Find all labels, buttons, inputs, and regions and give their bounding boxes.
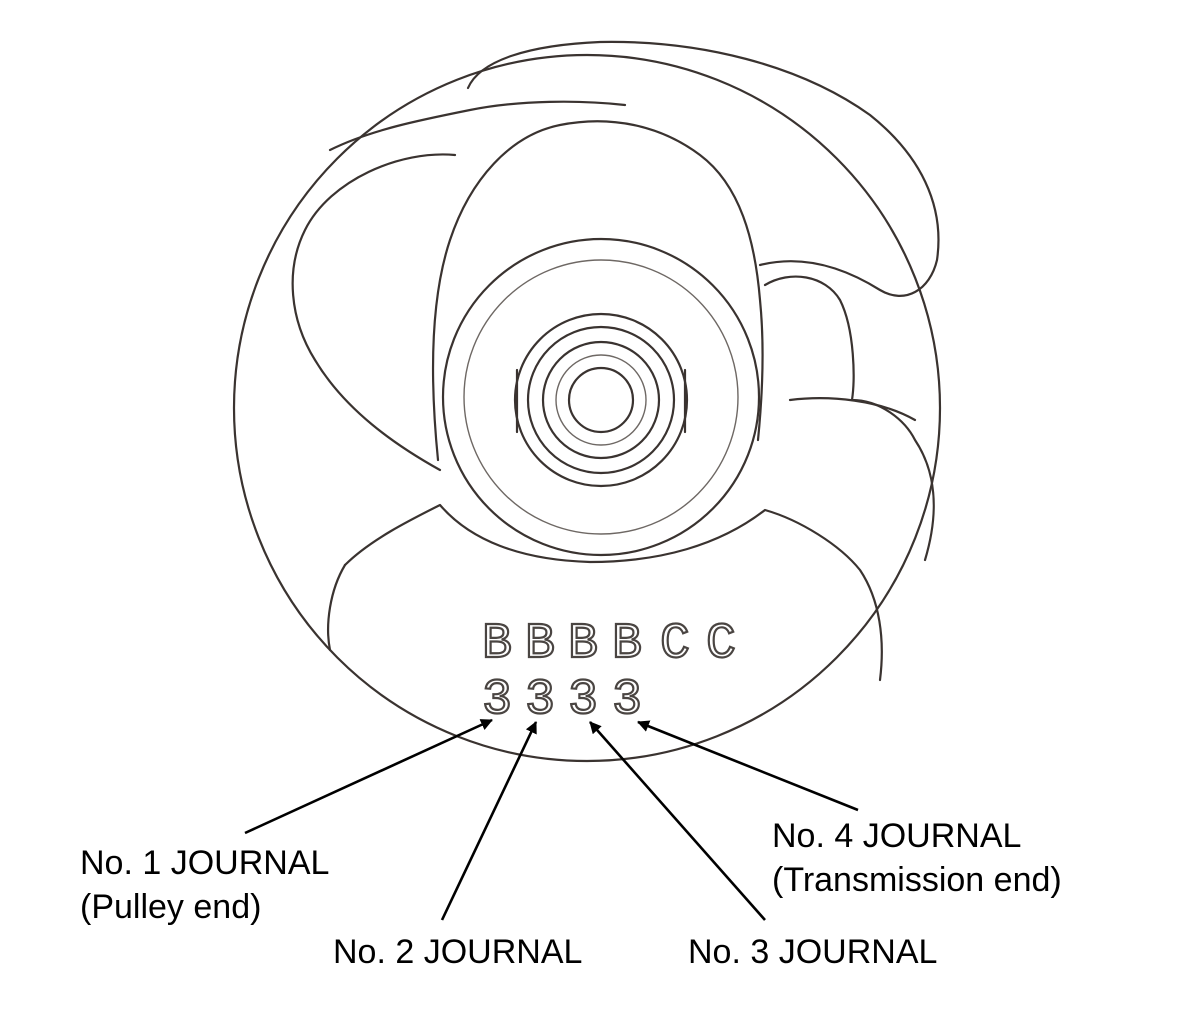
crank-web	[431, 120, 764, 462]
lower-flange	[343, 503, 883, 682]
label-journal-4-note: (Transmission end)	[772, 861, 1062, 899]
code-letter: B	[482, 616, 512, 673]
label-journal-4: No. 4 JOURNAL	[772, 817, 1021, 855]
lower-flange-left	[327, 563, 347, 652]
code-letter: B	[525, 616, 555, 673]
arrow-journal-1	[244, 718, 493, 835]
journal-hub	[441, 237, 761, 557]
arrow-journal-3	[589, 721, 766, 921]
leader-arrows	[244, 718, 859, 921]
code-letter: C	[660, 616, 690, 673]
code-digit: 3	[525, 672, 555, 729]
right-counterweight	[763, 275, 935, 562]
label-journal-1-note: (Pulley end)	[80, 888, 261, 926]
journal-code-stamp: B B B B C C 3 3 3 3	[481, 615, 737, 730]
code-letter: B	[612, 616, 642, 673]
journal-hub-inner-ring	[463, 259, 739, 535]
crankshaft-outer-circle	[232, 53, 942, 763]
right-counterweight-edge	[788, 397, 917, 422]
callout-labels: No. 1 JOURNAL (Pulley end) No. 2 JOURNAL…	[80, 817, 1062, 971]
arrow-journal-2	[440, 721, 538, 921]
code-digit: 3	[568, 672, 598, 729]
arrow-journal-4	[637, 720, 859, 812]
label-journal-3: No. 3 JOURNAL	[688, 933, 937, 971]
upper-counterweight	[466, 40, 940, 297]
code-letter: B	[568, 616, 598, 673]
code-digit: 3	[612, 672, 642, 729]
center-boss	[513, 312, 689, 488]
upper-counterweight-edge	[328, 100, 627, 152]
label-journal-2: No. 2 JOURNAL	[333, 933, 582, 971]
code-letter: C	[706, 616, 736, 673]
code-digit: 3	[482, 672, 512, 729]
crankshaft-end-view	[232, 40, 942, 763]
label-journal-1: No. 1 JOURNAL	[80, 844, 329, 882]
left-counterweight	[291, 153, 457, 472]
